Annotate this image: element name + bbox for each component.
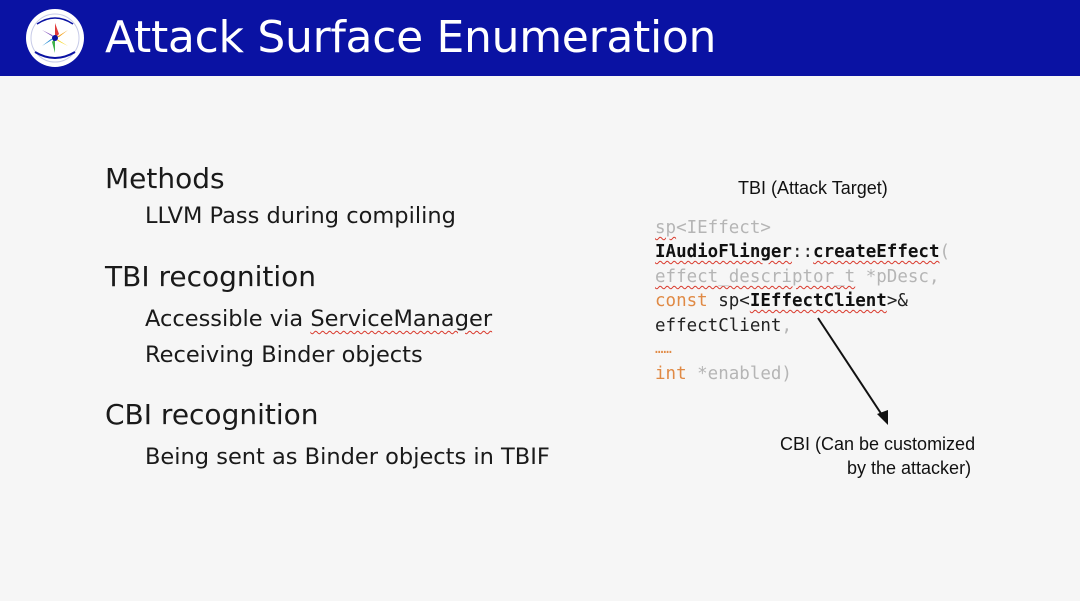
slide-title: Attack Surface Enumeration	[105, 12, 717, 63]
code-const: const	[655, 291, 708, 311]
code-ieffectclient: IEffectClient	[749, 291, 887, 311]
code-comma: ,	[781, 316, 792, 336]
code-pdesc: *pDesc,	[855, 267, 940, 287]
code-ref: >&	[886, 291, 908, 311]
code-line-3: effect_descriptor_t *pDesc,	[655, 267, 940, 287]
label-tbi-target: TBI (Attack Target)	[738, 178, 888, 198]
heading-tbi-recognition: TBI recognition	[105, 260, 317, 293]
heading-cbi-recognition: CBI recognition	[105, 398, 319, 431]
heading-methods: Methods	[105, 162, 225, 195]
item-being-sent: Being sent as Binder objects in TBIF	[145, 444, 550, 470]
item-accessible-prefix: Accessible via	[145, 306, 311, 332]
code-enabled: *enabled)	[686, 364, 792, 384]
code-ieffect: <IEffect>	[676, 218, 771, 238]
code-line-4: const sp<IEffectClient>&	[655, 291, 908, 311]
code-effectclient: effectClient	[655, 316, 782, 336]
code-line-1: sp<IEffect>	[655, 218, 771, 238]
label-cbi-line-1: CBI (Can be customized	[780, 434, 976, 454]
code-line-7: int *enabled)	[655, 364, 792, 384]
code-int: int	[655, 364, 687, 384]
label-cbi-line-2: by the attacker)	[847, 458, 972, 478]
code-sp: sp	[655, 218, 677, 238]
item-receiving-binder: Receiving Binder objects	[145, 342, 423, 368]
item-llvm-pass: LLVM Pass during compiling	[145, 203, 456, 229]
code-line-2: IAudioFlinger::createEffect(	[655, 242, 951, 262]
slide-header: Attack Surface Enumeration	[0, 0, 1080, 76]
code-iaudioflinger: IAudioFlinger	[655, 242, 792, 262]
code-paren: (	[939, 242, 951, 262]
code-line-5: effectClient,	[655, 316, 792, 336]
item-servicemanager: ServiceManager	[310, 306, 493, 332]
code-createeffect: createEffect	[813, 242, 940, 262]
code-effect-descriptor: effect_descriptor_t	[655, 267, 856, 287]
code-ellipsis: ……	[655, 341, 672, 357]
code-sp-open: sp<	[707, 291, 750, 311]
item-accessible-servicemanager: Accessible via ServiceManager	[145, 306, 492, 332]
code-scope: ::	[791, 242, 814, 262]
inforsec-logo-icon	[26, 9, 84, 67]
